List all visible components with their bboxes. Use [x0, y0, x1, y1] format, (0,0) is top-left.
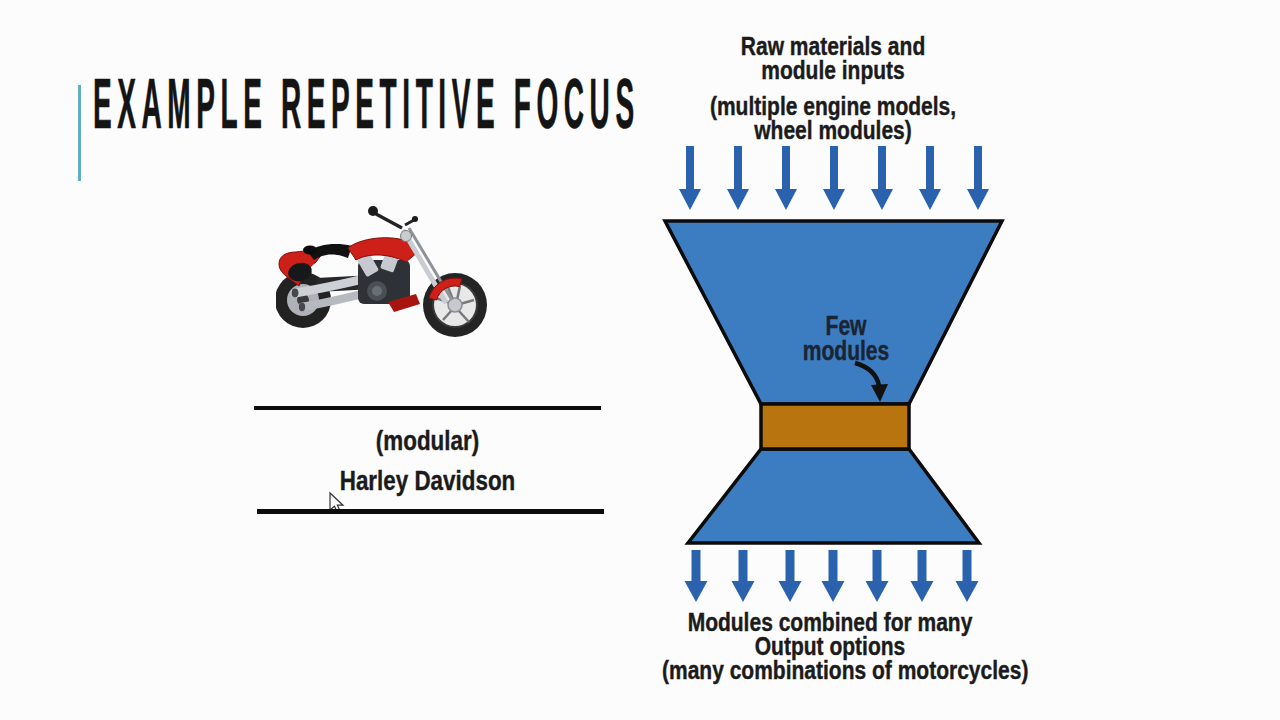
output-sublabel: (many combinations of motorcycles) — [662, 658, 998, 682]
input-arrows — [679, 146, 989, 210]
caption-harley-davidson: Harley Davidson — [289, 467, 567, 495]
input-sublabel-line1: (multiple engine models, — [665, 94, 1001, 118]
divider-line-top — [254, 406, 601, 410]
input-sublabel-line2: wheel modules) — [665, 118, 1001, 142]
output-label-line1: Modules combined for many — [662, 610, 998, 634]
few-modules-line2: modules — [768, 339, 924, 364]
output-arrows — [685, 550, 979, 602]
funnel-bottom-shape — [688, 449, 979, 543]
input-label-line1: Raw materials and — [665, 34, 1001, 58]
slide-title: EXAMPLE REPETITIVE FOCUS — [93, 69, 640, 139]
input-label-line2: module inputs — [665, 58, 1001, 82]
funnel-input-sublabel: (multiple engine models, wheel modules) — [665, 94, 1001, 142]
few-modules-label: Few modules — [768, 314, 924, 364]
output-label-line2: Output options — [662, 634, 998, 658]
divider-line-bottom — [257, 509, 604, 514]
funnel-input-label: Raw materials and module inputs — [665, 34, 1001, 82]
funnel-output-label: Modules combined for many Output options… — [662, 610, 998, 682]
funnel-throat — [761, 404, 909, 449]
caption-modular: (modular) — [289, 427, 567, 455]
